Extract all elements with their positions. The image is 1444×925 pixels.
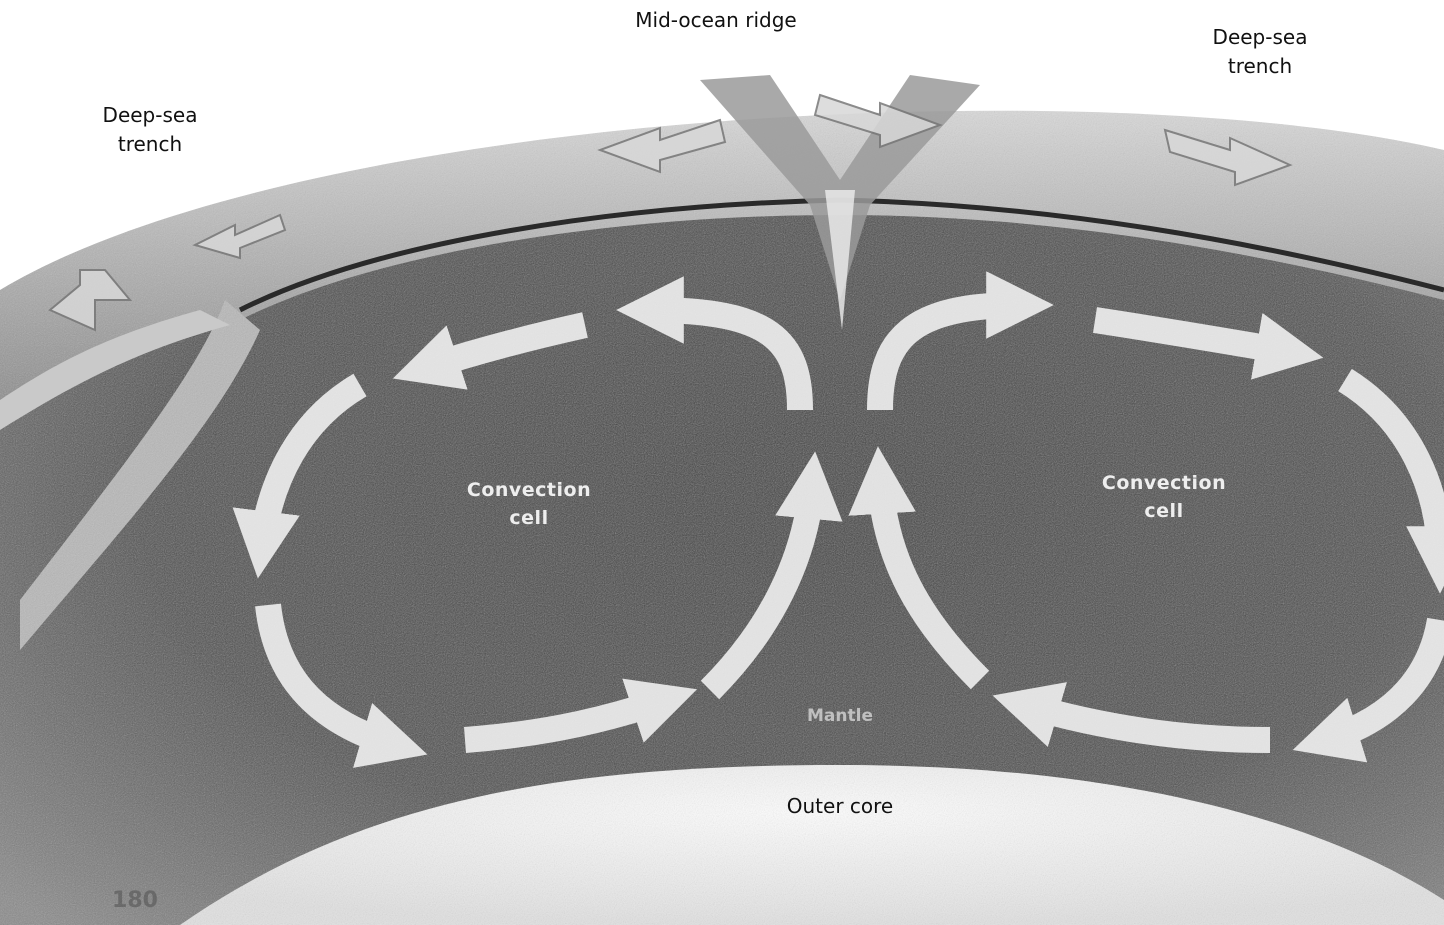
convection-cell-left-label: Convection cell	[448, 476, 610, 532]
deep-sea-trench-left-label: Deep-sea trench	[80, 101, 220, 159]
outer-core-label: Outer core	[770, 792, 910, 821]
mantle-label: Mantle	[790, 702, 890, 731]
page-number: 180	[100, 886, 170, 915]
deep-sea-trench-right-label: Deep-sea trench	[1190, 23, 1330, 81]
convection-cell-right-label: Convection cell	[1083, 469, 1245, 525]
mid-ocean-ridge-label: Mid-ocean ridge	[600, 6, 832, 35]
